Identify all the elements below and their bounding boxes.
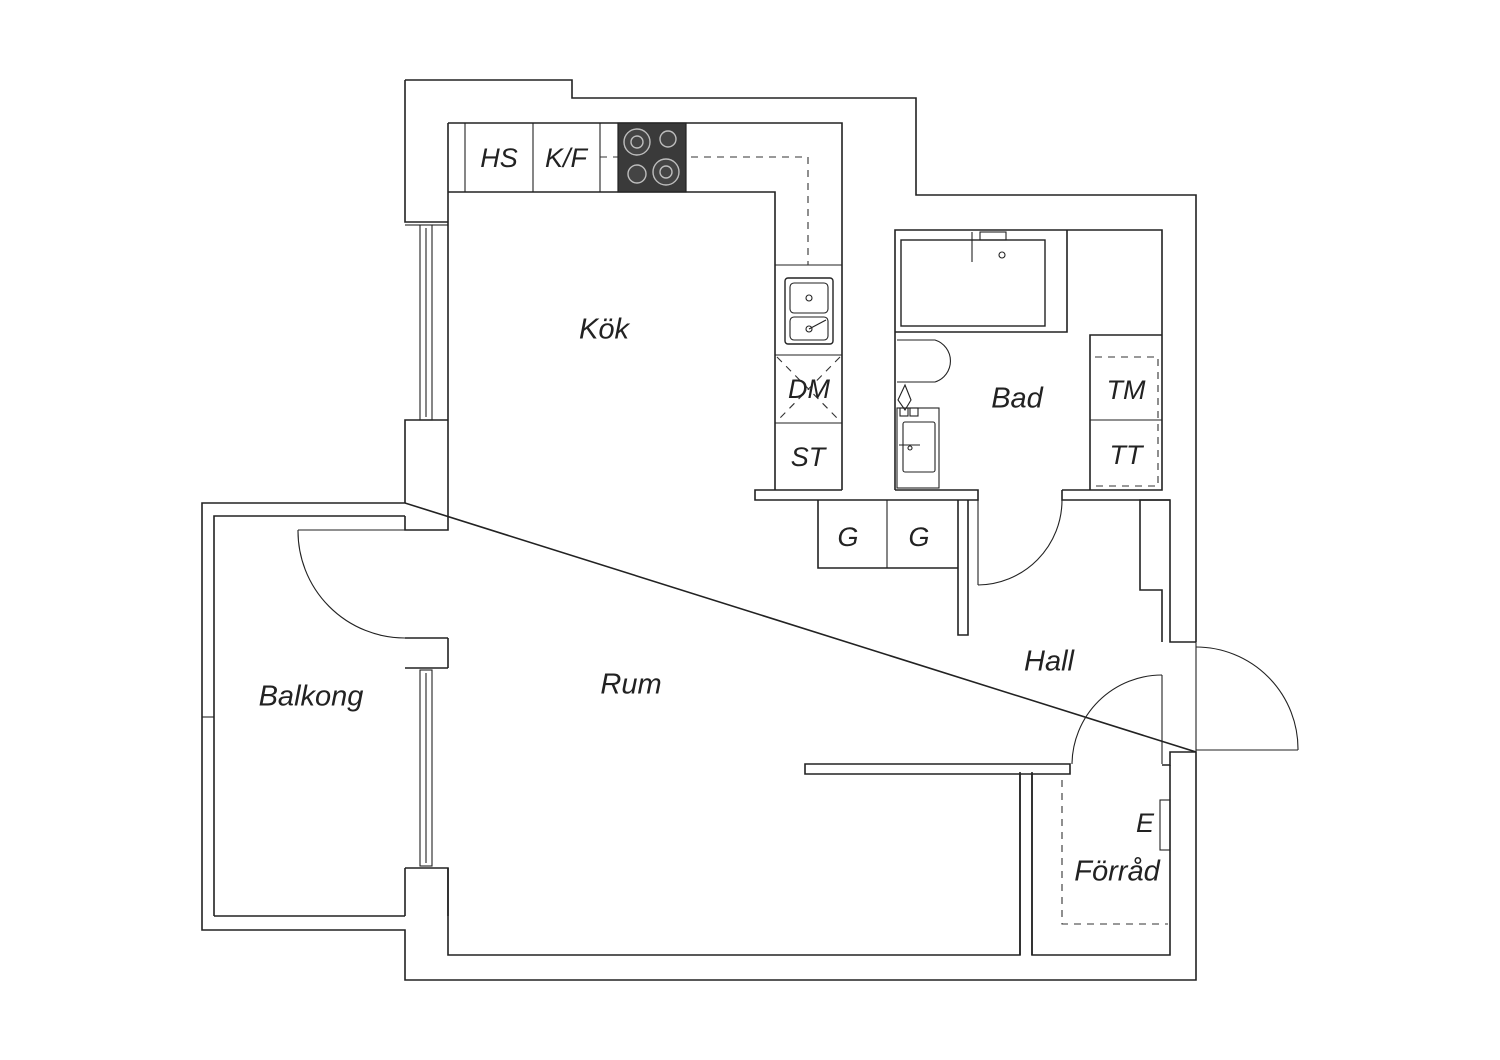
toilet-icon: [897, 339, 951, 383]
room-labels: Kök Rum Balkong Bad Hall Förråd: [259, 314, 1161, 888]
kitchen-counter: [448, 122, 843, 491]
fixture-label-kf: K/F: [545, 143, 589, 173]
room-label-living-room: Rum: [600, 669, 661, 701]
fixture-label-g2: G: [908, 522, 929, 552]
fixture-label-hs: HS: [480, 143, 518, 173]
fixture-label-tm: TM: [1107, 375, 1146, 405]
bathroom-walls: [754, 229, 1170, 636]
fixture-label-tt: TT: [1110, 440, 1145, 470]
door-storage: [1071, 674, 1163, 765]
kitchen-sink-icon: [784, 277, 834, 345]
fixture-label-e: E: [1136, 808, 1155, 838]
room-label-storage: Förråd: [1074, 856, 1160, 888]
fixture-label-dm: DM: [788, 374, 830, 404]
door-balcony: [297, 529, 406, 639]
window-kitchen: [405, 224, 448, 421]
room-label-bathroom: Bad: [991, 383, 1043, 415]
window-living-room: [419, 669, 433, 867]
door-bathroom: [977, 499, 1063, 586]
fixture-label-g1: G: [837, 522, 858, 552]
door-entrance: [1195, 642, 1299, 752]
bathroom-sink-icon: [896, 383, 940, 489]
wardrobes: [817, 500, 958, 569]
bathtub-icon: [895, 230, 1068, 333]
fixture-label-st: ST: [791, 442, 828, 472]
storage-shelf: [1061, 780, 1171, 925]
room-label-hall: Hall: [1024, 646, 1076, 678]
stove-icon: [617, 122, 687, 193]
fixture-labels: HS K/F DM ST G G TM TT E: [480, 143, 1155, 838]
room-label-balcony: Balkong: [259, 681, 364, 713]
room-label-kitchen: Kök: [579, 314, 630, 346]
